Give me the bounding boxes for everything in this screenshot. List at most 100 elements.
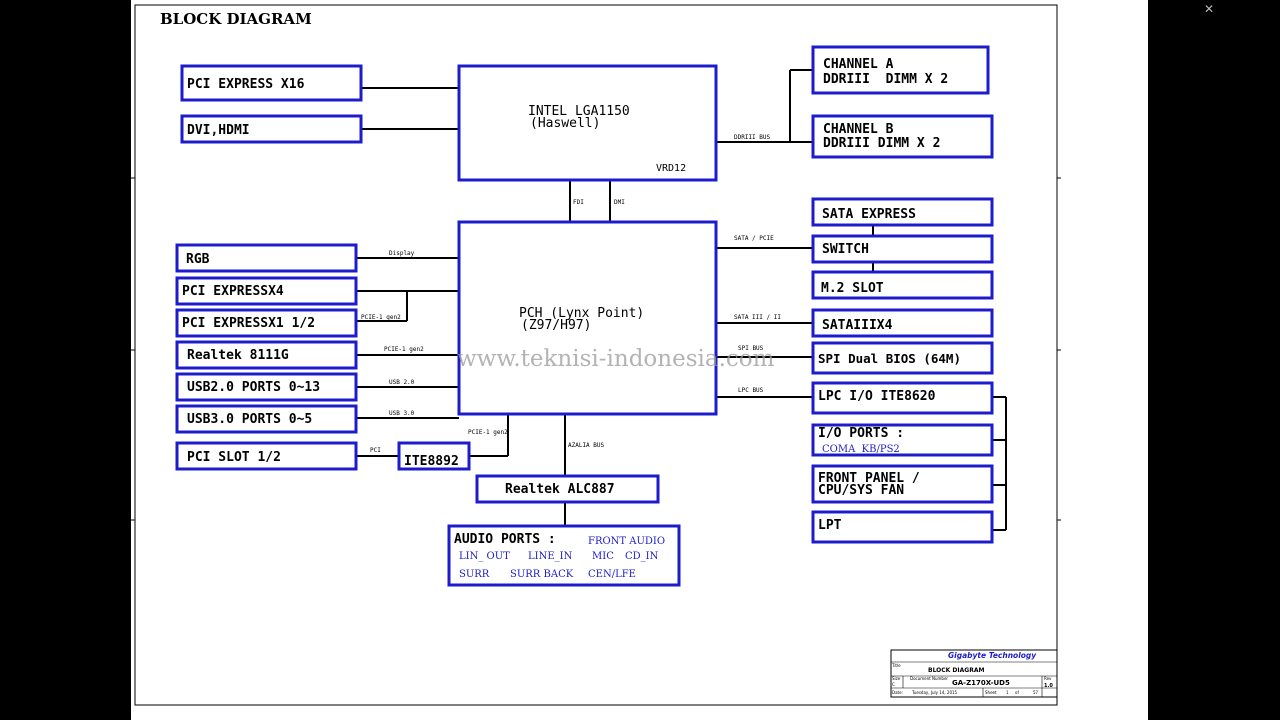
title-block-rev: 1.0 [1044, 683, 1053, 689]
title-block-title: BLOCK DIAGRAM [928, 667, 984, 674]
switch-label: SWITCH [822, 242, 869, 257]
realtek-lan-label: Realtek 8111G [187, 348, 289, 363]
audio-codec-label: Realtek ALC887 [505, 482, 615, 497]
usb20-bus-label: USB 2.0 [389, 379, 415, 386]
dvi-hdmi-block [180, 114, 363, 144]
lpc-io-label: LPC I/O ITE8620 [818, 389, 936, 404]
io-ports-detail: COMA KB/PS2 [822, 444, 900, 455]
pcie-gen2-label-c: PCIE-1 gen2 [468, 429, 508, 436]
channel-b-dimm: DDRIII DIMM X 2 [823, 136, 940, 151]
lpc-io-block [811, 381, 994, 415]
diagram-title: BLOCK DIAGRAM [160, 10, 312, 28]
audio-ports-title: AUDIO PORTS : [454, 532, 556, 547]
spi-bios-block [811, 341, 994, 375]
front-panel-title: FRONT PANEL / [818, 471, 920, 486]
front-panel-block [811, 464, 994, 504]
date-field-value: Tuesday, July 14, 2015 [911, 690, 958, 695]
dvi-hdmi-label: DVI,HDMI [187, 123, 250, 138]
pcie-x4-label: PCI EXPRESSX4 [182, 284, 284, 299]
sata-pcie-label: SATA / PCIE [734, 235, 774, 242]
pcie-gen2-label-b: PCIE-1 gen2 [384, 346, 424, 353]
cpu-name: INTEL LGA1150 [528, 104, 630, 119]
surr-label: SURR [459, 569, 490, 580]
doc-field-label: Document Number [910, 676, 948, 681]
spi-bus-label: SPI BUS [738, 345, 764, 352]
bus-labels: DDRIII BUS FDI DMI Display PCIE-1 gen2 P… [361, 134, 781, 454]
realtek-lan-block [175, 340, 358, 370]
pch-block [457, 220, 718, 416]
pcie-x1-label: PCI EXPRESSX1 1/2 [182, 316, 315, 331]
close-icon[interactable]: ✕ [1204, 2, 1215, 16]
ite8892-label: ITE8892 [404, 454, 459, 469]
display-bus-label: Display [389, 250, 415, 257]
pcie-x16-block [180, 64, 363, 102]
watermark: www.teknisi-indonesia.com [457, 346, 775, 372]
line-in-label: LINE_IN [528, 551, 573, 562]
lpc-bus-label: LPC BUS [738, 387, 764, 394]
usb2-label: USB2.0 PORTS 0~13 [187, 380, 320, 395]
title-block: Gigabyte Technology Title Size C Documen… [890, 649, 1058, 698]
sata3x4-block [811, 308, 994, 338]
size-field-label: Size [892, 676, 901, 681]
sata3-2-label: SATA III / II [734, 314, 781, 321]
sheet-field-label: Sheet [985, 690, 997, 695]
rgb-label: RGB [186, 252, 210, 267]
sata-express-label: SATA EXPRESS [822, 207, 916, 222]
sata3x4-label: SATAIIIX4 [822, 318, 893, 333]
mic-label: MIC [592, 551, 614, 562]
sheet-border [134, 4, 1058, 706]
cen-lfe-label: CEN/LFE [588, 569, 636, 580]
fdi-label: FDI [573, 199, 584, 206]
channel-a-title: CHANNEL A [823, 57, 894, 72]
m2-slot-label: M.2 SLOT [821, 281, 884, 296]
sheet-field-value: 1 [1006, 690, 1009, 695]
audio-codec-block [475, 474, 660, 504]
usb30-bus-label: USB 3.0 [389, 410, 415, 417]
of-field-label: of [1015, 690, 1019, 695]
sata-express-block [811, 197, 994, 227]
rev-field-label: Rev [1044, 676, 1052, 681]
front-audio-label: FRONT AUDIO [588, 536, 665, 547]
pcie-x16-label: PCI EXPRESS X16 [187, 77, 305, 92]
m2-slot-block [811, 270, 994, 300]
pci-slot-block [175, 441, 358, 471]
schematic-sheet: BLOCK DIAGRAM DDRIII BUS [131, 0, 1148, 720]
title-block-doc: GA-Z170X-UD5 [952, 679, 1010, 687]
pcie-gen2-label-a: PCIE-1 gen2 [361, 314, 401, 321]
pcie-x1-block [175, 308, 358, 338]
pcie-x4-block [175, 276, 358, 306]
lin-out-label: LIN_ OUT [459, 551, 510, 562]
cpu-block [457, 64, 718, 182]
dmi-label: DMI [614, 199, 625, 206]
cpu-vrd: VRD12 [656, 163, 686, 174]
lpt-label: LPT [818, 518, 842, 533]
title-field-label: Title [891, 663, 901, 668]
cd-in-label: CD_IN [625, 551, 659, 562]
spi-bios-label: SPI Dual BIOS (64M) [818, 351, 961, 366]
switch-block [811, 234, 994, 264]
usb3-block [175, 404, 358, 434]
channel-a-dimm: DDRIII DIMM X 2 [823, 72, 948, 87]
block-diagram: BLOCK DIAGRAM DDRIII BUS [131, 4, 1061, 706]
usb3-label: USB3.0 PORTS 0~5 [187, 412, 312, 427]
ddr-bus-label: DDRIII BUS [734, 134, 771, 141]
channel-b-title: CHANNEL B [823, 122, 894, 137]
io-ports-block [811, 423, 994, 457]
rgb-block [175, 243, 358, 273]
pci-bus-label: PCI [370, 447, 381, 454]
of-field-value: 57 [1033, 690, 1039, 695]
cpu-codename: (Haswell) [530, 116, 600, 131]
io-ports-title: I/O PORTS : [818, 426, 904, 441]
ite8892-block [397, 441, 471, 471]
company-name: Gigabyte Technology [948, 651, 1037, 660]
channel-a-block [811, 45, 990, 95]
usb2-block [175, 372, 358, 402]
surr-back-label: SURR BACK [510, 569, 574, 580]
pci-slot-label: PCI SLOT 1/2 [187, 450, 281, 465]
pch-chipsets: (Z97/H97) [521, 318, 591, 333]
size-field-value: C [892, 682, 895, 687]
lpt-block [811, 510, 994, 544]
front-panel-fans: CPU/SYS FAN [818, 483, 904, 498]
azalia-bus-label: AZALIA BUS [568, 442, 605, 449]
date-field-label: Date: [892, 690, 903, 695]
